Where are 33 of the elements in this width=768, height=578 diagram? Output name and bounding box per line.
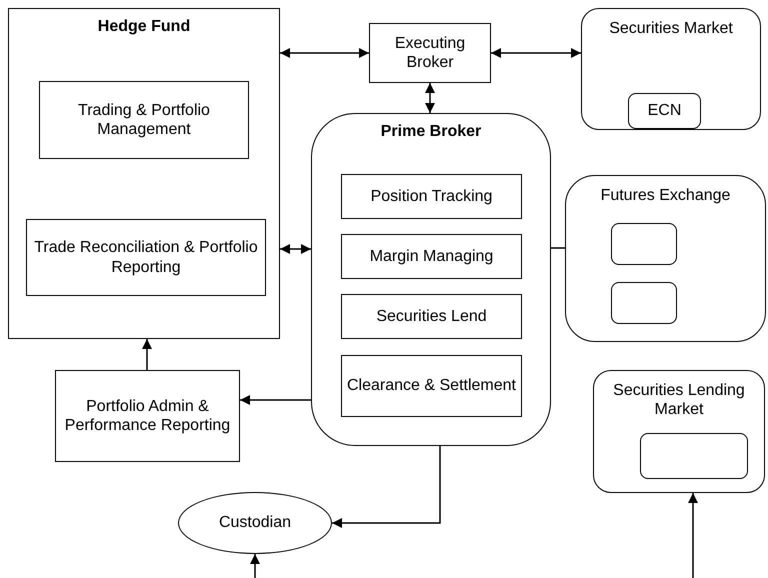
rounded-box: ECN [628, 93, 701, 129]
rounded-group-box [311, 113, 551, 446]
process-box [8, 8, 280, 339]
group-heading: Prime Broker [380, 122, 482, 142]
arrow [332, 446, 441, 528]
group-heading: Securities Lending Market [612, 381, 746, 420]
rounded-box [640, 433, 748, 479]
arrow [425, 83, 435, 113]
group-heading: Hedge Fund [98, 17, 190, 36]
group-heading: Securities Market [609, 19, 733, 38]
process-box: Portfolio Admin & Performance Reporting [55, 370, 240, 462]
arrow [142, 339, 152, 370]
ellipse-node: Custodian [178, 492, 332, 554]
arrow [280, 48, 369, 58]
arrow [250, 554, 260, 578]
process-box: Executing Broker [369, 23, 491, 83]
process-box: Position Tracking [341, 174, 522, 219]
arrow [240, 395, 311, 405]
rounded-group-box [565, 175, 766, 342]
arrow [491, 48, 581, 58]
process-box: Trade Reconciliation & Portfolio Reporting [26, 219, 266, 296]
arrow [280, 244, 311, 254]
rounded-box [611, 223, 677, 265]
rounded-group-box [593, 370, 765, 493]
process-box: Securities Lend [341, 294, 522, 339]
connector-line [551, 247, 565, 249]
arrow [688, 493, 698, 578]
group-heading: Futures Exchange [600, 186, 730, 206]
rounded-box [611, 282, 677, 324]
process-box: Trading & Portfolio Management [39, 81, 249, 159]
process-box: Clearance & Settlement [341, 355, 522, 417]
rounded-group-box [581, 8, 761, 130]
process-box: Margin Managing [341, 234, 522, 279]
